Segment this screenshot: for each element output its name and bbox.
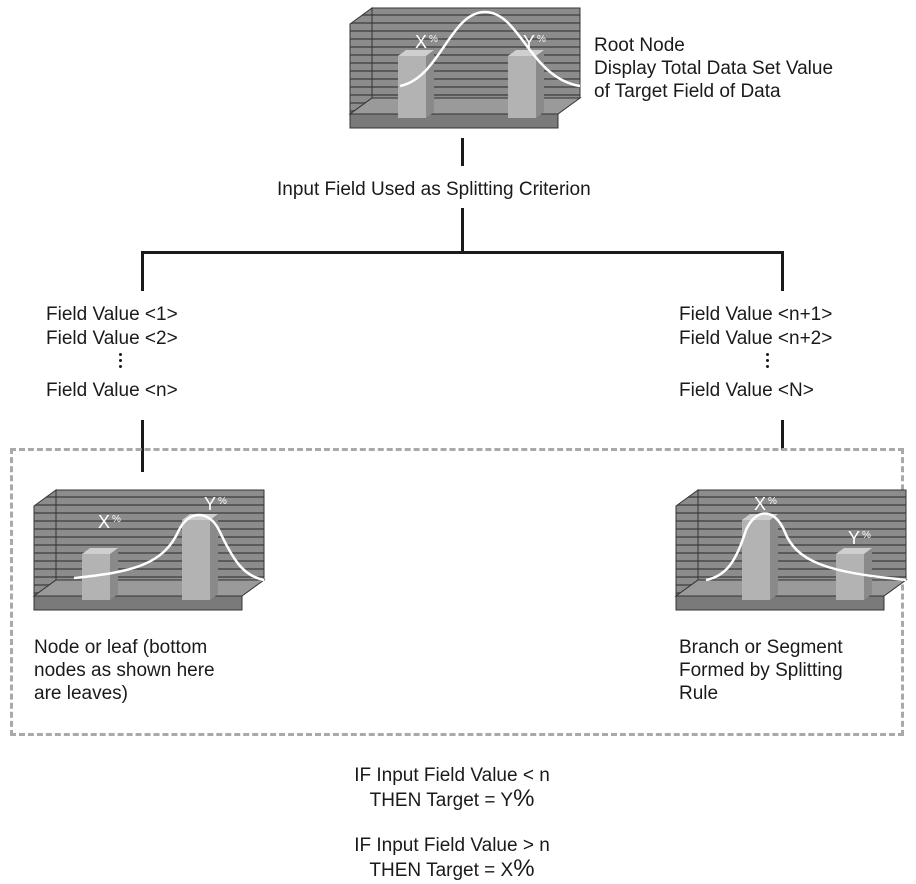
left-leaf-x-label: X (98, 512, 110, 532)
left-leaf-caption-line-1: Node or leaf (bottom (34, 637, 208, 658)
root-connector (461, 138, 464, 166)
right-leaf-caption: Branch or Segment Formed by Splitting Ru… (679, 636, 843, 705)
left-field-value-1: Field Value <1> (46, 304, 178, 325)
left-leaf-chart-graphic: X % Y % (32, 489, 266, 611)
rule-2-then-value: X (500, 860, 514, 881)
left-field-value-2: Field Value <2> (46, 328, 178, 349)
leaf-group-box (10, 448, 904, 736)
left-branch-line (141, 251, 144, 291)
right-ellipsis (766, 353, 769, 371)
rule-2-if: IF Input Field Value > n (354, 835, 550, 856)
rule-1: IF Input Field Value < n THEN Target = Y… (300, 764, 604, 812)
rule-1-then-pct: % (513, 785, 535, 812)
split-connector (461, 208, 464, 253)
right-branch-line (781, 251, 784, 291)
root-label-line-1: Root Node (594, 35, 685, 56)
rule-1-then-value: Y (500, 790, 514, 811)
rule-2-then: THEN Target = X% (300, 857, 604, 882)
root-label: Root Node Display Total Data Set Value o… (594, 34, 833, 103)
rule-2-then-prefix: THEN Target = (369, 860, 501, 881)
split-label: Input Field Used as Splitting Criterion (277, 179, 591, 200)
right-leaf-caption-line-1: Branch or Segment (679, 637, 843, 658)
rule-2: IF Input Field Value > n THEN Target = X… (300, 834, 604, 882)
left-leaf-chart: X % Y % (32, 489, 266, 612)
right-leaf-y-pct: % (862, 530, 871, 541)
right-leaf-x-label: X (754, 494, 766, 514)
branch-bar (141, 251, 784, 254)
rule-2-then-pct: % (513, 855, 535, 882)
root-x-pct: % (429, 34, 438, 45)
root-y-pct: % (537, 34, 546, 45)
root-node-chart-graphic: X % Y % (348, 7, 582, 129)
right-leaf-chart: X % Y % (674, 489, 908, 612)
right-field-value-2: Field Value <n+2> (679, 328, 833, 349)
left-leaf-x-pct: % (112, 514, 121, 525)
right-leaf-chart-graphic: X % Y % (674, 489, 908, 611)
root-label-line-2: Display Total Data Set Value (594, 58, 834, 79)
left-ellipsis (119, 353, 122, 371)
left-field-value-n: Field Value <n> (46, 380, 178, 401)
right-field-value-1: Field Value <n+1> (679, 304, 833, 325)
right-leaf-caption-line-2: Formed by Splitting (679, 660, 843, 681)
left-leaf-caption-line-3: are leaves) (34, 683, 128, 704)
right-leaf-caption-line-3: Rule (679, 683, 719, 704)
rule-1-then: THEN Target = Y% (300, 787, 604, 812)
rule-1-if: IF Input Field Value < n (354, 765, 550, 786)
root-label-line-3: of Target Field of Data (594, 81, 781, 102)
right-leaf-connector (781, 420, 784, 450)
left-leaf-y-label: Y (204, 494, 216, 514)
right-leaf-y-label: Y (848, 528, 860, 548)
left-leaf-caption-line-2: nodes as shown here (34, 660, 215, 681)
rule-1-then-prefix: THEN Target = (369, 790, 501, 811)
right-field-value-n: Field Value <N> (679, 380, 814, 401)
right-leaf-x-pct: % (768, 496, 777, 507)
root-node-chart: X % Y % (348, 7, 582, 130)
left-leaf-connector (141, 420, 144, 472)
left-leaf-y-pct: % (218, 496, 227, 507)
root-x-label: X (415, 32, 427, 52)
root-y-label: Y (523, 32, 535, 52)
left-leaf-caption: Node or leaf (bottom nodes as shown here… (34, 636, 215, 705)
